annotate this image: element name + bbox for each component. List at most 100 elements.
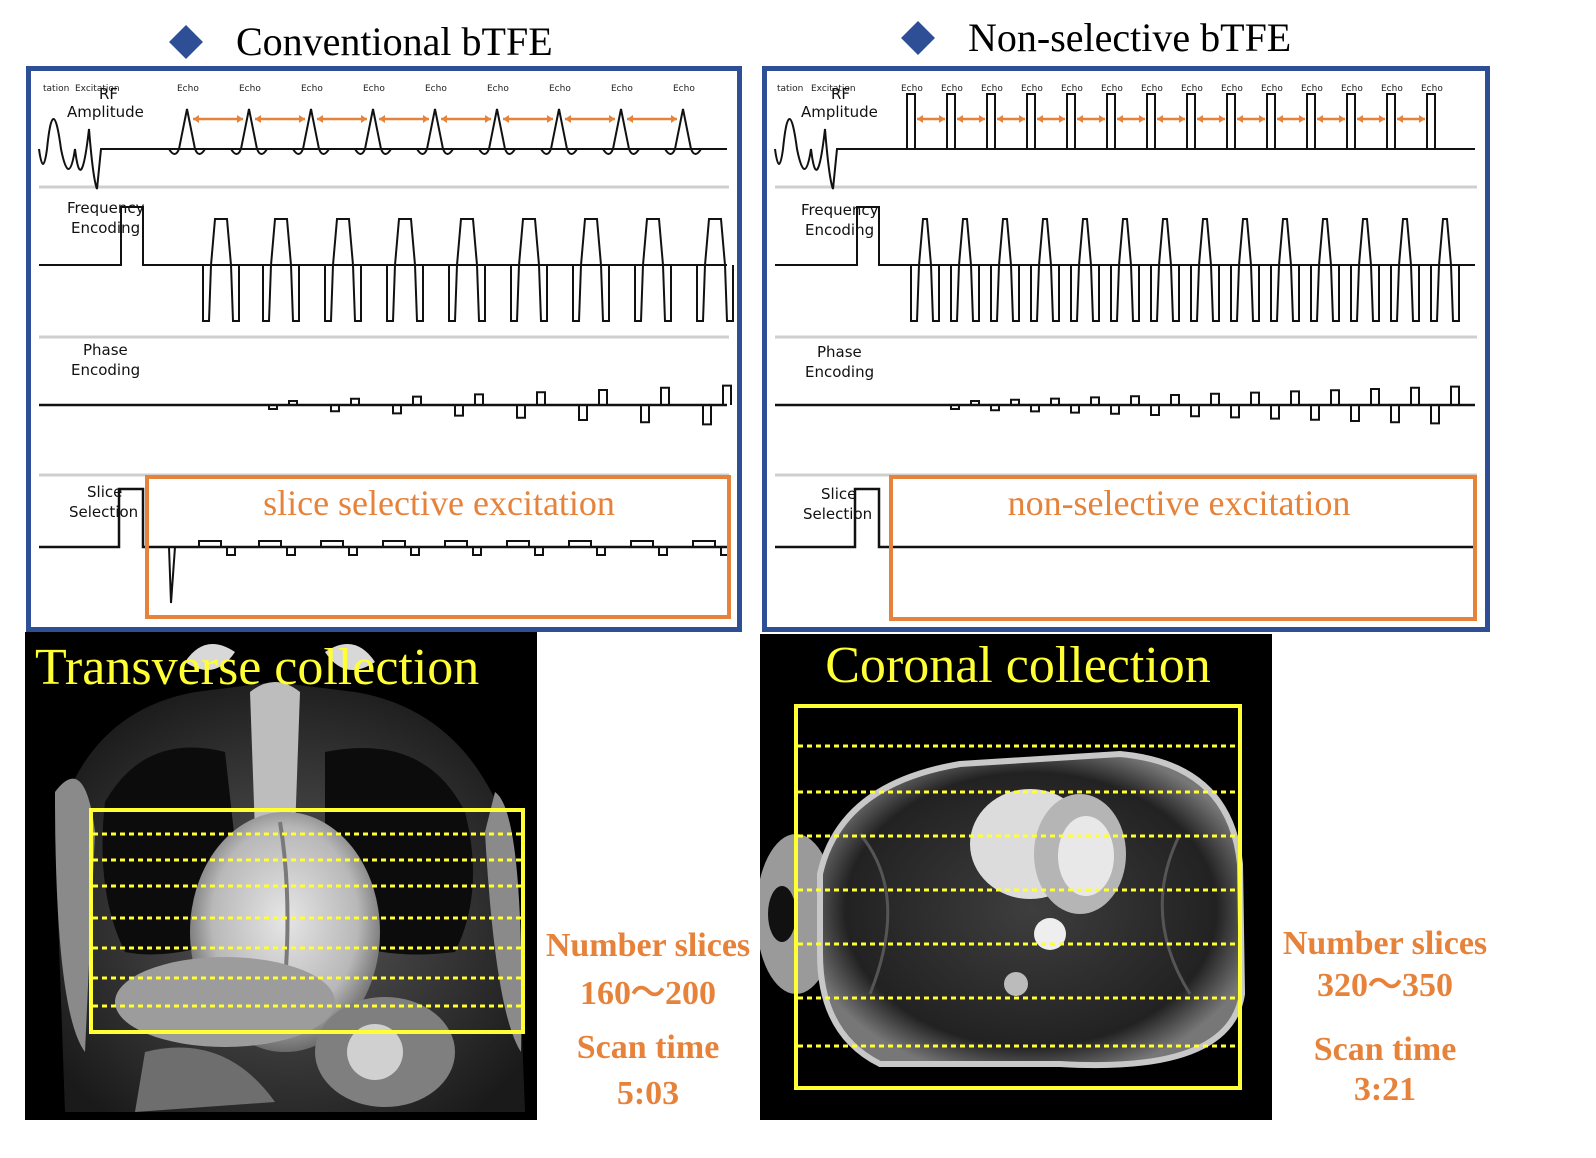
r-phase-blip (1190, 392, 1220, 418)
l-rf-pulse (478, 108, 516, 155)
r-freq-readout-lobe (1070, 218, 1100, 322)
left-excitation-label: slice selective excitation (263, 483, 615, 523)
l-slice-gradient-lobe (568, 540, 606, 556)
right-phase-label: Phase (817, 343, 862, 361)
r-freq-readout-lobe (1190, 218, 1220, 322)
right-time-label: Scan time (1313, 1031, 1457, 1068)
r-rf-pulse (946, 93, 956, 149)
right-frequency-channel (775, 206, 1475, 322)
l-phase-blip (268, 400, 298, 410)
r-tr-arrowhead (1219, 115, 1225, 123)
l-phase-blip (702, 384, 732, 426)
r-tr-arrowhead (1299, 115, 1305, 123)
r-tr-arrowhead (1157, 115, 1163, 123)
l-freq-readout-lobe (386, 218, 424, 322)
left-slice-label: Slice (87, 483, 122, 501)
l-rf-pulse (292, 108, 330, 155)
r-rf-pulse (1186, 93, 1196, 149)
r-echo-tiny-label: Echo (1061, 84, 1083, 94)
r-rf-excitation-pulse (774, 118, 885, 190)
left-slice-selection-label: Selection (69, 503, 138, 521)
left-rf-amplitude-label: Amplitude (67, 103, 144, 121)
r-echo-tiny-label: Echo (1181, 84, 1203, 94)
r-echo-tiny-label: Echo (1141, 84, 1163, 94)
l-rf-pulse (168, 108, 206, 155)
r-tr-arrowhead (1077, 115, 1083, 123)
l-phase-blip (392, 395, 422, 415)
coronal-mri-image: Coronal collection (760, 634, 1272, 1120)
l-phase-blip (640, 386, 670, 424)
left-slices-value: 160〜200 (580, 975, 716, 1012)
right-freq-encoding-label: Encoding (805, 221, 874, 239)
r-tr-arrowhead (979, 115, 985, 123)
l-rf-pulse (540, 108, 578, 155)
r-tr-arrowhead (1037, 115, 1043, 123)
r-rf-pulse (1106, 93, 1116, 149)
r-echo-tiny-label: Echo (1381, 84, 1403, 94)
r-freq-readout-lobe (1390, 218, 1420, 322)
left-rf-label: RF (99, 85, 118, 103)
l-echo-tiny-label: Echo (301, 84, 323, 94)
right-heading: Non-selective bTFE (968, 15, 1292, 60)
left-slice-channel (39, 487, 730, 604)
right-tiny-excitation2-label: Excitation (811, 84, 856, 94)
r-rf-pulse (1026, 93, 1036, 149)
l-slice-gradient-lobe (444, 540, 482, 556)
right-slices-label: Number slices (1282, 925, 1488, 962)
l-echo-tiny-label: Echo (425, 84, 447, 94)
r-echo-tiny-label: Echo (1301, 84, 1323, 94)
right-slice-channel (775, 487, 1475, 549)
r-echo-tiny-label: Echo (1021, 84, 1043, 94)
l-tr-arrowhead (627, 115, 633, 123)
l-freq-readout-lobe (202, 218, 240, 322)
l-echo-tiny-label: Echo (177, 84, 199, 94)
l-tr-arrowhead (565, 115, 571, 123)
r-rf-pulse (1346, 93, 1356, 149)
l-tr-arrowhead (671, 115, 677, 123)
r-tr-arrowhead (1059, 115, 1065, 123)
l-phase-blip (454, 393, 484, 417)
r-freq-readout-lobe (1270, 218, 1300, 322)
l-slice-baseline (39, 487, 727, 549)
r-tr-arrowhead (1237, 115, 1243, 123)
l-slice-gradient-lobe (630, 540, 668, 556)
left-tiny-excitation2-label: Excitation (75, 84, 120, 94)
r-tr-arrowhead (1357, 115, 1363, 123)
right-stats: Number slices 320〜350 Scan time 3:21 (1274, 924, 1496, 1110)
l-rf-pulse (416, 108, 454, 155)
r-tr-arrowhead (1099, 115, 1105, 123)
left-heading: Conventional bTFE (236, 19, 553, 64)
r-tr-arrowhead (1339, 115, 1345, 123)
l-echo-tiny-label: Echo (549, 84, 571, 94)
l-slice-spoiler (168, 546, 176, 604)
l-tr-arrowhead (361, 115, 367, 123)
r-rf-pulse (1386, 93, 1396, 149)
left-slices-label: Number slices (545, 927, 751, 964)
right-freq-label: Frequency (801, 201, 879, 219)
l-freq-readout-lobe (324, 218, 362, 322)
l-echo-tiny-label: Echo (487, 84, 509, 94)
right-slices-value: 320〜350 (1317, 967, 1453, 1004)
r-tr-arrowhead (939, 115, 945, 123)
right-tiny-excitation-label: tation (777, 84, 803, 94)
l-freq-readout-lobe (448, 218, 486, 322)
l-freq-readout-lobe (696, 218, 734, 322)
left-freq-label: Frequency (67, 199, 145, 217)
l-tr-arrowhead (237, 115, 243, 123)
left-tiny-excitation-label: tation (43, 84, 69, 94)
l-rf-pulse (354, 108, 392, 155)
r-echo-tiny-label: Echo (981, 84, 1003, 94)
left-stats: Number slices 160〜200 Scan time 5:03 (537, 926, 759, 1114)
right-slice-label: Slice (821, 485, 856, 503)
l-phase-blip (516, 391, 546, 419)
l-echo-tiny-label: Echo (239, 84, 261, 94)
l-slice-gradient-lobe (382, 540, 420, 556)
r-tr-arrowhead (1379, 115, 1385, 123)
l-phase-blip (578, 389, 608, 421)
r-tr-arrowhead (997, 115, 1003, 123)
r-phase-blip (950, 400, 980, 410)
l-rf-pulse (664, 108, 702, 155)
